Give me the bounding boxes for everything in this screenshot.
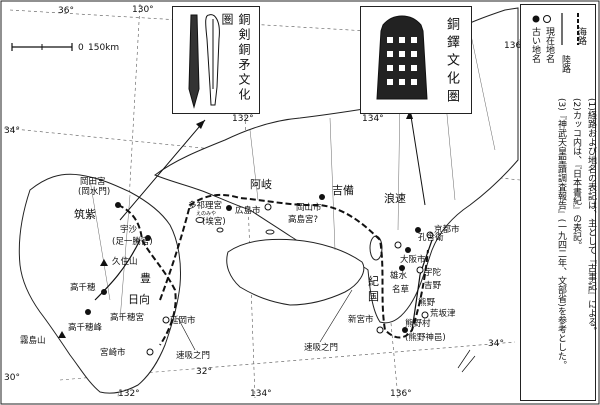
coord-top-136: 136° [504, 41, 526, 51]
label-oo: 雄水 [390, 270, 408, 281]
region-aki: 阿岐 [250, 178, 272, 191]
label-takashima: 高島宮? [288, 214, 318, 225]
label-miyazaki: 宮崎市 [100, 347, 126, 358]
tick-marks [457, 349, 476, 373]
label-takachiho-peak: 高千穂峰 [68, 322, 103, 333]
note-1: (1)経路および地名の表記は、主として『古事記』による。 [586, 98, 596, 336]
scale-distance: 150km [88, 43, 119, 53]
scale-bar [11, 43, 73, 51]
label-kumano-village: 熊野村 [405, 318, 431, 329]
coord-left-34: 34° [4, 126, 20, 136]
coord-top-130: 130° [132, 5, 154, 15]
coord-bot-132: 132° [118, 389, 140, 399]
label-usa-sub: (足一騰宮) [112, 236, 153, 247]
label-oosaka: 大阪市 [400, 254, 426, 265]
label-shingu: 新宮市 [348, 314, 374, 325]
coord-right-34: 34° [488, 339, 504, 349]
notes-block: (1)経路および地名の表記は、主として『古事記』による。 (2)カッコ内は、『日… [543, 98, 597, 398]
region-tsukushi: 筑紫 [74, 207, 96, 221]
label-nobeoka: 延岡市 [170, 315, 196, 326]
coord-inner-134: 134° [362, 114, 384, 124]
coord-mid-32: 32° [196, 367, 212, 377]
coord-left-36: 36° [58, 6, 74, 16]
scale-zero: 0 [78, 43, 84, 53]
legend-ancient: 古い地名 [530, 27, 540, 63]
bronze-bell-image [376, 15, 428, 100]
label-uda: 宇陀 [424, 267, 442, 278]
island [265, 229, 275, 235]
mountain-icon [58, 331, 66, 338]
leader-line [177, 317, 196, 351]
label-kumano-shrine: (熊野神邑) [405, 332, 446, 343]
place-markers [85, 194, 421, 333]
region-naniwa: 浪速 [384, 191, 406, 205]
shikoku-landmass [226, 238, 365, 306]
panel-bronze-sword-title: 銅剣銅矛文化圏 [220, 13, 251, 103]
region-kibi: 吉備 [332, 184, 354, 197]
label-kusaka: 孔舎衛 [418, 232, 444, 243]
label-okada: 岡田宮 [80, 176, 106, 187]
mountain-icon [100, 259, 108, 266]
panel-bronze-bell: 銅鐸文化圏 [360, 6, 472, 114]
legend-sea: 海路 [576, 27, 586, 45]
legend-land: 陸路 [560, 55, 570, 73]
island [216, 227, 224, 233]
label-arasaka: 荒坂津 [430, 308, 456, 319]
leader-line [319, 289, 353, 343]
coord-bot-30: 30° [4, 373, 20, 383]
prefecture-borders [89, 29, 496, 321]
label-yoshino: 吉野 [424, 281, 442, 291]
panel-bronze-bell-title: 銅鐸文化圏 [444, 17, 459, 107]
label-nagusa: 名草 [392, 284, 410, 295]
legend-panel: 海路 陸路 現在地名 古い地名 [520, 4, 596, 401]
legend-current: 現在地名 [544, 27, 554, 63]
label-tagiri-ruby: えのみや [196, 210, 216, 217]
coord-inner-132: 132° [232, 114, 254, 124]
coord-bot-134: 134° [250, 389, 272, 399]
region-kuni: 国 [368, 290, 379, 303]
note-3: (3)『神武天皇聖蹟調査報告』(一九四二年、文部省)を参考とした。 [556, 98, 566, 370]
label-tagiri-sub: (埃宮) [202, 216, 226, 227]
region-toyo: 豊 [140, 272, 151, 285]
arrowhead [196, 120, 205, 129]
legend-symbols [532, 13, 579, 45]
region-hyuga: 日向 [128, 292, 150, 306]
label-hayasui-east: 速吸之門 [304, 342, 338, 353]
note-2: (2)カッコ内は、『日本書紀』の表記。 [571, 98, 581, 251]
bronze-sword-image [188, 14, 220, 109]
region-kii: 紀 [368, 275, 379, 288]
sea-route [159, 193, 429, 339]
land-route [411, 239, 433, 331]
kyushu-landmass [18, 173, 181, 394]
coord-bot-136: 136° [390, 389, 412, 399]
label-hayasui-south: 速吸之門 [176, 350, 210, 361]
label-tagiri: 多祁理宮 [188, 200, 222, 211]
label-kyoto: 京都市 [434, 224, 460, 235]
label-okayama: 岡山市 [296, 202, 322, 213]
island [195, 217, 205, 223]
label-usa: 宇沙 [120, 224, 138, 235]
label-okada-sub: (岡水門) [78, 186, 110, 197]
label-takachiho-palace: 高千穂宮 [110, 312, 144, 323]
land-route-kyushu [94, 239, 141, 301]
panel-bronze-sword: 銅剣銅矛文化圏 [172, 6, 260, 114]
label-kumano-kyo: 熊野 [418, 297, 436, 308]
current-place-markers [146, 203, 434, 356]
label-kusumi: 久住山 [112, 256, 138, 267]
arrowhead [406, 110, 413, 119]
arrow-line [409, 109, 426, 206]
label-hiroshima: 広島市 [235, 205, 261, 216]
label-kirishima: 霧島山 [20, 335, 46, 346]
sea-route-kyushu [117, 204, 177, 346]
arrow-line [119, 119, 206, 221]
label-takachiho: 高千穂 [70, 282, 96, 293]
